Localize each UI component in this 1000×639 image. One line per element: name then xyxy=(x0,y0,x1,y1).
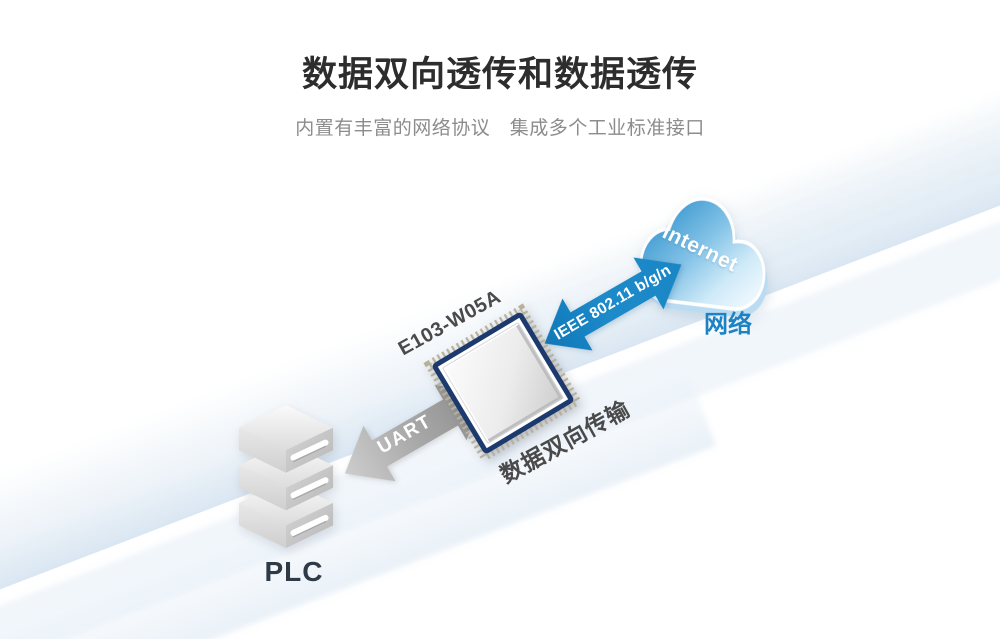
plc-label: PLC xyxy=(264,556,324,587)
network-label: 网络 xyxy=(704,311,752,338)
page-subtitle: 内置有丰富的网络协议 集成多个工业标准接口 xyxy=(295,118,705,139)
page-title: 数据双向透传和数据透传 xyxy=(301,55,698,94)
plc-stack-icon xyxy=(238,405,334,548)
